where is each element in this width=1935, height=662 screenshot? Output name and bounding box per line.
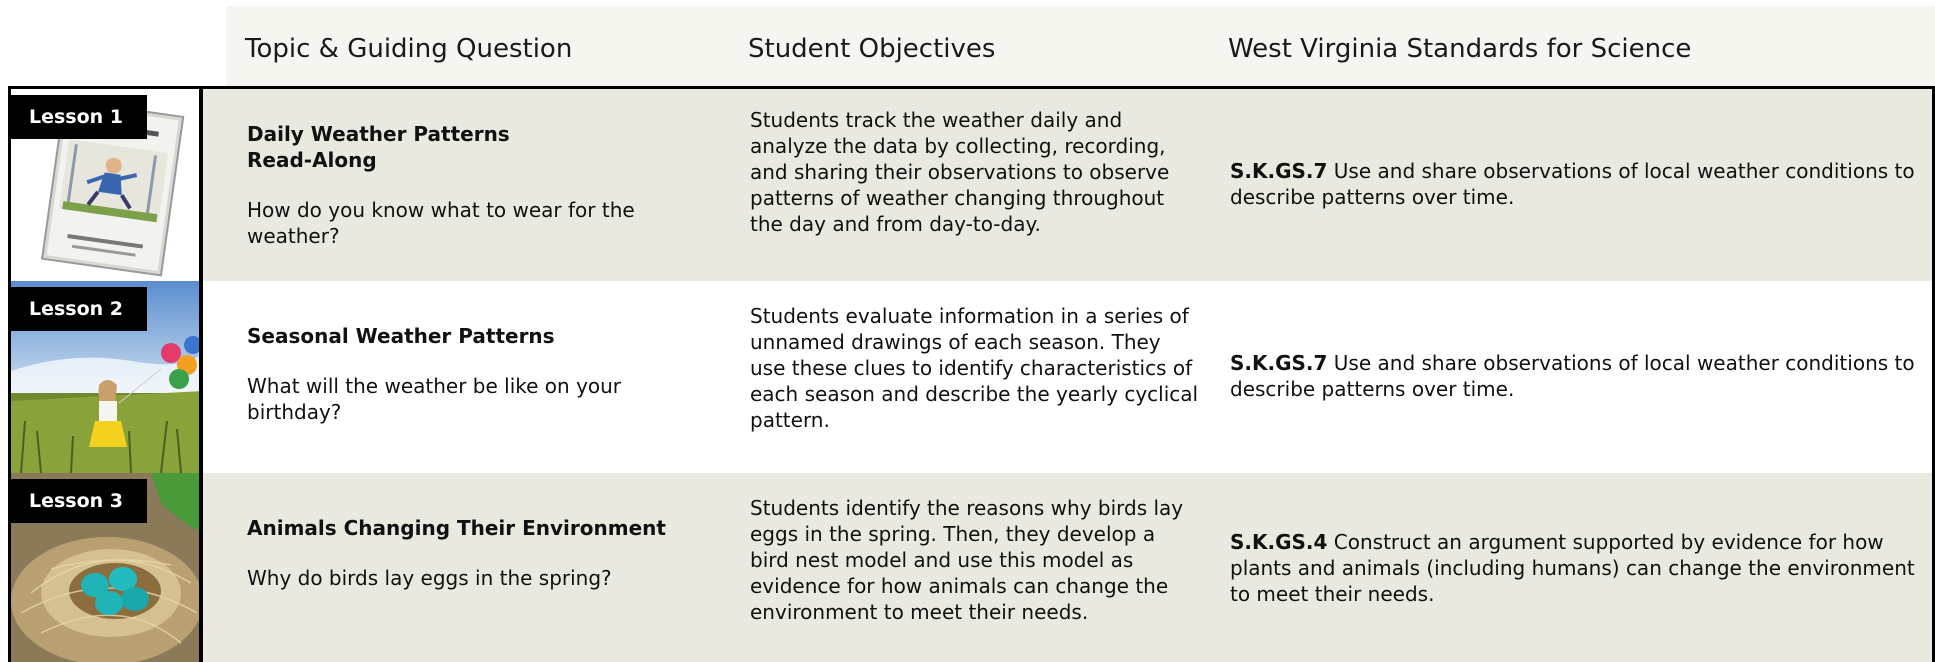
lesson-topic: Daily Weather Patterns Read-Along How do… xyxy=(247,121,687,249)
standard-text: Use and share observations of local weat… xyxy=(1230,159,1915,209)
standard-code: S.K.GS.4 xyxy=(1230,530,1328,554)
standard-code: S.K.GS.7 xyxy=(1230,159,1328,183)
book-cover-image: Lesson 1 xyxy=(11,89,203,281)
student-objective: Students evaluate information in a serie… xyxy=(750,304,1199,432)
guiding-question: Why do birds lay eggs in the spring? xyxy=(247,566,612,590)
header-topic: Topic & Guiding Question xyxy=(245,34,573,64)
lesson-tag: Lesson 3 xyxy=(11,479,147,523)
lesson-tag: Lesson 2 xyxy=(11,287,147,331)
lesson-tag: Lesson 1 xyxy=(11,95,147,139)
header-standards: West Virginia Standards for Science xyxy=(1228,34,1692,64)
table-right-border xyxy=(1932,89,1935,662)
standard-text: Use and share observations of local weat… xyxy=(1230,351,1915,401)
standard: S.K.GS.7 Use and share observations of l… xyxy=(1230,158,1930,210)
girl-with-balloons-image: Lesson 2 xyxy=(11,281,203,473)
lessons-table: Lesson 1 Daily Weather Patterns Read-Alo… xyxy=(8,86,1935,662)
topic-title: Seasonal Weather Patterns xyxy=(247,324,555,348)
standard: S.K.GS.7 Use and share observations of l… xyxy=(1230,350,1930,402)
topic-subtitle: Read-Along xyxy=(247,148,377,172)
guiding-question: How do you know what to wear for the wea… xyxy=(247,198,635,248)
bird-nest-eggs-image: Lesson 3 xyxy=(11,473,203,662)
lesson-row-1: Lesson 1 Daily Weather Patterns Read-Alo… xyxy=(11,89,1935,281)
student-objective: Students identify the reasons why birds … xyxy=(750,496,1184,624)
lesson-row-3: Lesson 3 Animals Changing Their Environm… xyxy=(11,473,1935,662)
topic-title: Animals Changing Their Environment xyxy=(247,516,666,540)
standard-code: S.K.GS.7 xyxy=(1230,351,1328,375)
lesson-topic: Seasonal Weather Patterns What will the … xyxy=(247,323,687,425)
header-objectives: Student Objectives xyxy=(748,34,996,64)
lesson-row-2: Lesson 2 Seasonal Weather Patterns What … xyxy=(11,281,1935,473)
topic-title: Daily Weather Patterns xyxy=(247,122,510,146)
standard: S.K.GS.4 Construct an argument supported… xyxy=(1230,529,1930,607)
student-objective: Students track the weather daily and ana… xyxy=(750,108,1170,236)
table-header: Topic & Guiding Question Student Objecti… xyxy=(226,6,1935,86)
lesson-topic: Animals Changing Their Environment Why d… xyxy=(247,515,687,591)
guiding-question: What will the weather be like on your bi… xyxy=(247,374,622,424)
standard-text: Construct an argument supported by evide… xyxy=(1230,530,1915,606)
